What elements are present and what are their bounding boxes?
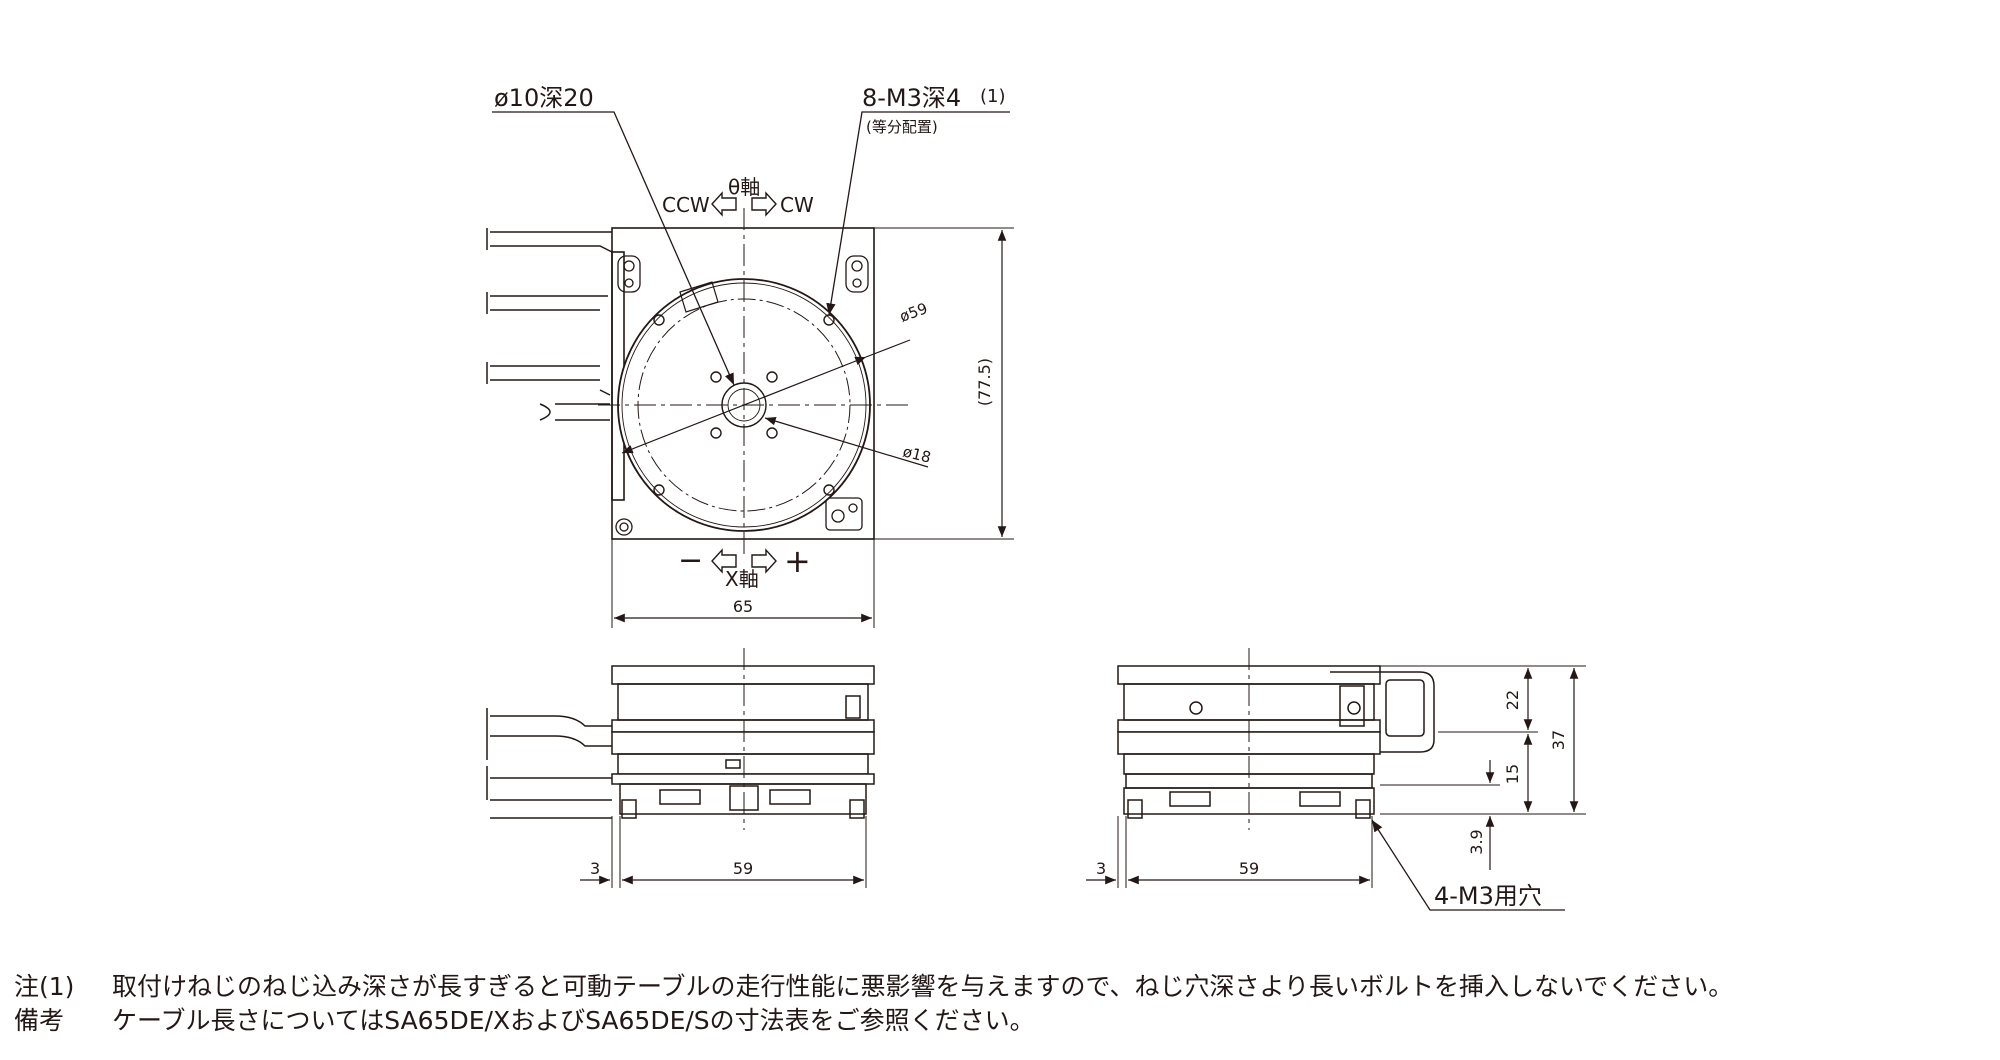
- label-theta-axis: θ軸: [728, 175, 760, 199]
- label-tap: 8-M3深4: [862, 84, 961, 112]
- side-label-3-9: 3.9: [1467, 829, 1486, 854]
- side-label-22: 22: [1503, 690, 1522, 710]
- leader-tap: [826, 111, 1010, 316]
- front-view: [486, 648, 875, 888]
- side-label-37: 37: [1549, 730, 1568, 750]
- note-text: 取付けねじのねじ込み深さが長すぎると可動テーブルの走行性能に悪影響を与えますので…: [112, 972, 1734, 1001]
- side-label-holes: 4-M3用穴: [1434, 882, 1542, 910]
- label-dia59: ø59: [897, 299, 930, 326]
- dim-line-dia18: [764, 416, 929, 468]
- corner-screws: [615, 255, 869, 536]
- note-text: ケーブル長さについてはSA65DE/XおよびSA65DE/Sの寸法表をご参照くだ…: [112, 1006, 1035, 1035]
- front-label-3: 3: [590, 859, 600, 878]
- top-view: [486, 111, 1014, 628]
- x-arrows: [711, 548, 777, 574]
- side-view: [1086, 648, 1586, 911]
- side-label-59: 59: [1239, 859, 1259, 878]
- label-x-axis: X軸: [725, 567, 759, 591]
- cable-top: [486, 228, 613, 421]
- label-bore: ø10深20: [494, 84, 594, 112]
- leader-bore: [492, 111, 735, 386]
- label-ccw: CCW: [662, 193, 710, 217]
- side-connector: [1330, 671, 1435, 753]
- note-label: 注(1): [14, 972, 75, 1001]
- label-x-plus: +: [784, 542, 811, 580]
- theta-arrows: [711, 191, 777, 217]
- note-label: 備考: [14, 1006, 65, 1035]
- label-tap-sub: (等分配置): [866, 118, 938, 136]
- note-row: 備考 ケーブル長さについてはSA65DE/XおよびSA65DE/Sの寸法表をご参…: [14, 1004, 1733, 1038]
- front-top-table: [611, 665, 875, 685]
- label-width: 65: [733, 597, 753, 616]
- notes-block: 注(1) 取付けねじのねじ込み深さが長すぎると可動テーブルの走行性能に悪影響を与…: [14, 970, 1733, 1038]
- dim-line-dia59: [621, 356, 867, 454]
- side-label-15: 15: [1503, 764, 1522, 784]
- label-tap-note: (1): [980, 86, 1006, 107]
- side-label-3: 3: [1096, 859, 1106, 878]
- label-dia18: ø18: [901, 442, 933, 466]
- label-height: (77.5): [975, 358, 994, 406]
- label-cw: CW: [780, 193, 814, 217]
- leader-holes: [1371, 819, 1565, 911]
- note-row: 注(1) 取付けねじのねじ込み深さが長すぎると可動テーブルの走行性能に悪影響を与…: [14, 970, 1733, 1004]
- front-label-59: 59: [733, 859, 753, 878]
- label-x-minus: −: [678, 543, 703, 578]
